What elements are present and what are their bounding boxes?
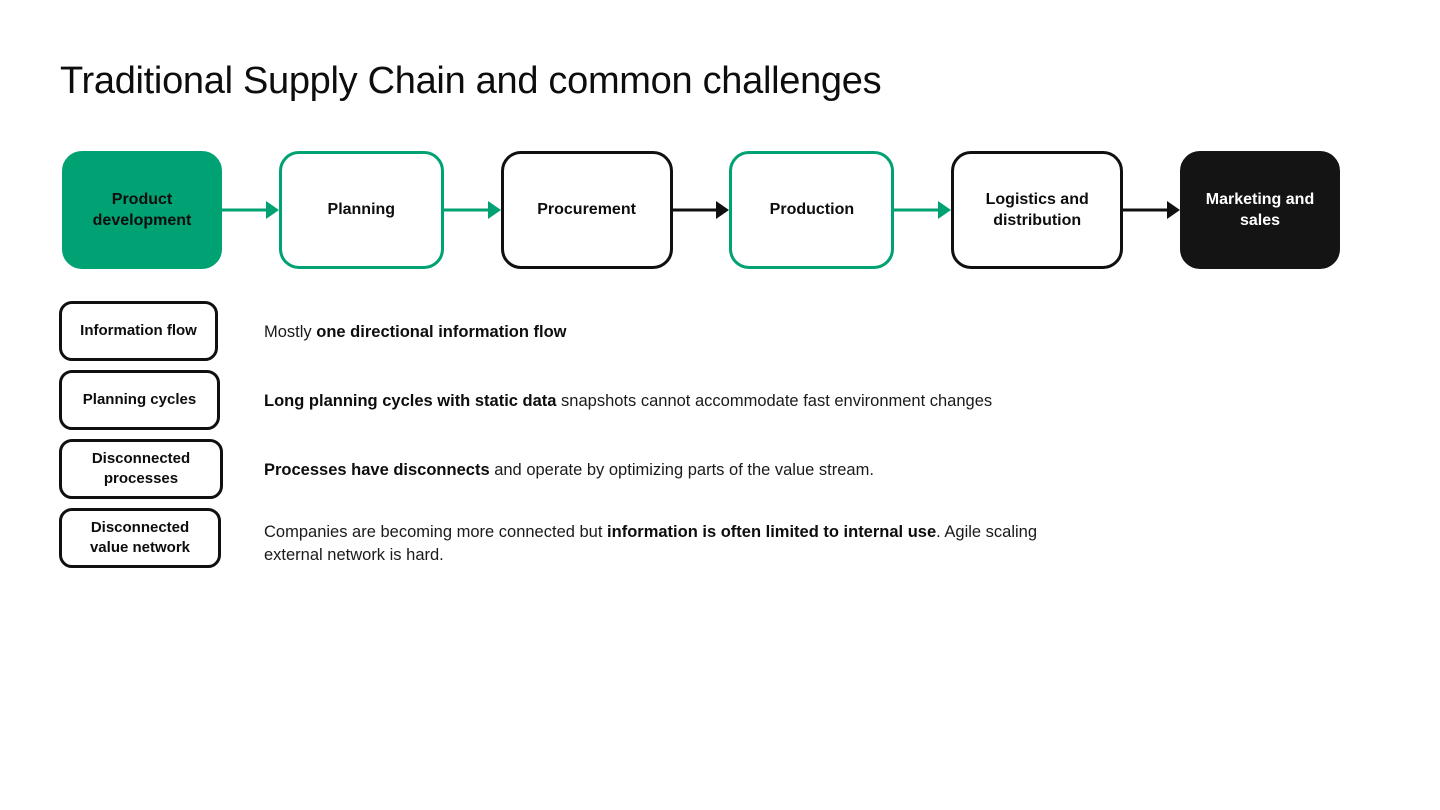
challenge-description: Companies are becoming more connected bu… (264, 521, 1094, 567)
flow-arrow-2 (443, 201, 501, 219)
challenge-description: Long planning cycles with static data sn… (264, 390, 992, 413)
challenge-pill-label: Disconnected processes (91, 449, 191, 487)
supply-chain-flow: Product development Planning Procurement… (62, 151, 1340, 269)
description-text: Mostly (264, 323, 317, 341)
process-node-label: Logistics and distribution (985, 190, 1089, 229)
challenge-pill-label: Planning cycles (82, 390, 197, 408)
process-node-procurement[interactable]: Procurement (500, 151, 673, 269)
challenge-description: Mostly one directional information flow (264, 321, 567, 344)
description-emphasis: Long planning cycles with static data (264, 392, 557, 410)
process-node-product-development[interactable]: Product development (62, 151, 222, 269)
process-node-marketing-and-sales[interactable]: Marketing and sales (1179, 151, 1340, 269)
challenge-row: Planning cycles Long planning cycles wit… (59, 370, 1379, 430)
description-emphasis: Processes have disconnects (264, 461, 490, 479)
challenge-row: Disconnected processes Processes have di… (59, 439, 1379, 499)
description-text: and operate by optimizing parts of the v… (489, 461, 874, 479)
challenge-row: Information flow Mostly one directional … (59, 301, 1379, 361)
arrow-shaft (443, 208, 490, 212)
challenge-pill-label: Disconnected value network (89, 518, 191, 556)
process-node-label: Production (769, 201, 855, 219)
description-emphasis: information is often limited to internal… (607, 523, 937, 541)
process-node-label: Product development (92, 190, 192, 229)
arrow-shaft (1123, 208, 1169, 212)
challenge-pill-disconnected-value-network[interactable]: Disconnected value network (59, 508, 221, 568)
process-node-label: Procurement (537, 201, 636, 219)
flow-arrow-4 (894, 201, 952, 219)
flow-arrow-5 (1123, 201, 1180, 219)
challenge-row: Disconnected value network Companies are… (59, 508, 1379, 568)
arrow-head-icon (1166, 201, 1180, 219)
arrow-head-icon (716, 201, 730, 219)
process-node-label: Planning (327, 201, 396, 219)
page-title: Traditional Supply Chain and common chal… (60, 60, 882, 102)
description-text: Companies are becoming more connected bu… (264, 523, 608, 541)
arrow-head-icon (265, 201, 279, 219)
flow-arrow-1 (222, 201, 279, 219)
challenge-description: Processes have disconnects and operate b… (264, 459, 874, 482)
flow-arrow-3 (672, 201, 730, 219)
arrow-head-icon (938, 201, 952, 219)
description-text: snapshots cannot accommodate fast enviro… (556, 392, 993, 410)
process-node-planning[interactable]: Planning (278, 151, 444, 269)
arrow-head-icon (487, 201, 501, 219)
challenge-pill-planning-cycles[interactable]: Planning cycles (59, 370, 220, 430)
challenge-pill-information-flow[interactable]: Information flow (59, 301, 218, 361)
arrow-shaft (894, 208, 941, 212)
arrow-shaft (672, 208, 719, 212)
challenges-list: Information flow Mostly one directional … (59, 301, 1379, 568)
process-node-label: Marketing and sales (1205, 190, 1315, 229)
challenge-pill-disconnected-processes[interactable]: Disconnected processes (59, 439, 223, 499)
challenge-pill-label: Information flow (80, 321, 197, 339)
arrow-shaft (222, 208, 268, 212)
description-text: . Agile scaling external network is hard… (264, 523, 1038, 564)
process-node-production[interactable]: Production (729, 151, 895, 269)
description-emphasis: one directional information flow (316, 323, 567, 341)
process-node-logistics-and-distribution[interactable]: Logistics and distribution (951, 151, 1124, 269)
